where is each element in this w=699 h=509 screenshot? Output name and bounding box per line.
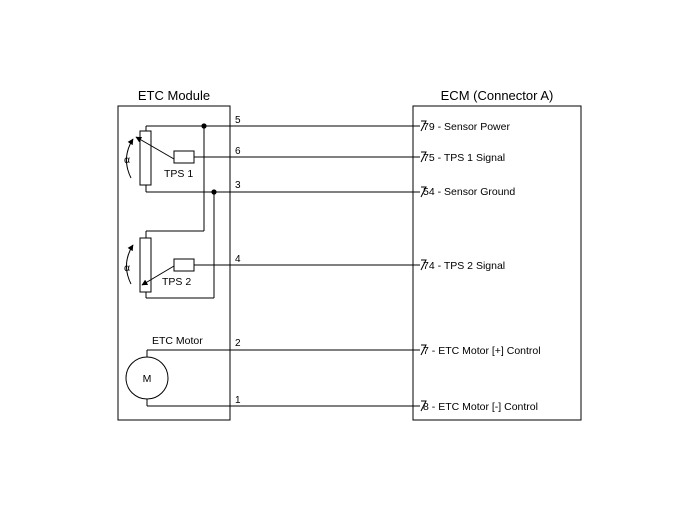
pin-number: 4 xyxy=(235,254,241,265)
wire-pin2: 2 xyxy=(147,338,420,351)
ecm-terminal-7: 7 - ETC Motor [+] Control xyxy=(420,344,541,357)
terminal-label: 79 - Sensor Power xyxy=(423,121,510,133)
tps2-label: TPS 2 xyxy=(162,276,191,288)
ecm-terminal-79: 79 - Sensor Power xyxy=(420,120,510,133)
terminal-label: 54 - Sensor Ground xyxy=(423,186,515,198)
ecm-terminal-54: 54 - Sensor Ground xyxy=(420,186,515,198)
tps2-rotation-arrow xyxy=(126,244,134,285)
wire-pin6: 6 xyxy=(194,146,420,158)
ecm-terminal-74: 74 - TPS 2 Signal xyxy=(420,259,505,272)
wire-pin1: 1 xyxy=(147,395,420,407)
tps1-sensor: α TPS 1 xyxy=(124,126,195,192)
tps1-resistor xyxy=(139,130,152,186)
tps1-label: TPS 1 xyxy=(164,168,193,180)
etc-motor-m: M xyxy=(143,373,152,385)
tps1-rotation-arrow xyxy=(126,138,134,179)
tps2-element xyxy=(173,258,195,272)
etc-motor: ETC Motor M xyxy=(125,335,203,406)
etc-module-title: ETC Module xyxy=(138,88,210,103)
ecm-terminal-75: 75 - TPS 1 Signal xyxy=(420,151,505,164)
tps2-sensor: α TPS 2 xyxy=(124,231,195,298)
wire-pin4: 4 xyxy=(194,254,420,266)
terminal-label: 74 - TPS 2 Signal xyxy=(423,260,505,272)
tps1-element xyxy=(173,150,195,164)
terminal-label: 7 - ETC Motor [+] Control xyxy=(423,345,541,357)
ecm-terminal-8: 8 - ETC Motor [-] Control xyxy=(420,400,538,413)
wire-pin5: 5 xyxy=(204,115,420,127)
pin-number: 5 xyxy=(235,115,241,126)
tps1-wiper xyxy=(135,136,175,160)
etc-motor-label: ETC Motor xyxy=(152,335,203,347)
tps2-angle: α xyxy=(124,262,130,274)
terminal-label: 8 - ETC Motor [-] Control xyxy=(423,401,538,413)
ecm-title: ECM (Connector A) xyxy=(441,88,554,103)
pin-number: 1 xyxy=(235,395,241,406)
tps2-resistor xyxy=(139,237,152,293)
pin-number: 6 xyxy=(235,146,241,157)
etc-module-box xyxy=(117,105,231,421)
terminal-label: 75 - TPS 1 Signal xyxy=(423,152,505,164)
tps1-angle: α xyxy=(124,154,130,166)
wire-pin3: 3 xyxy=(214,180,420,193)
pin-number: 3 xyxy=(235,180,241,191)
tps2-wiper xyxy=(141,265,175,286)
ecm-box xyxy=(412,105,582,421)
pin-number: 2 xyxy=(235,338,241,349)
internal-wiring xyxy=(146,123,217,299)
